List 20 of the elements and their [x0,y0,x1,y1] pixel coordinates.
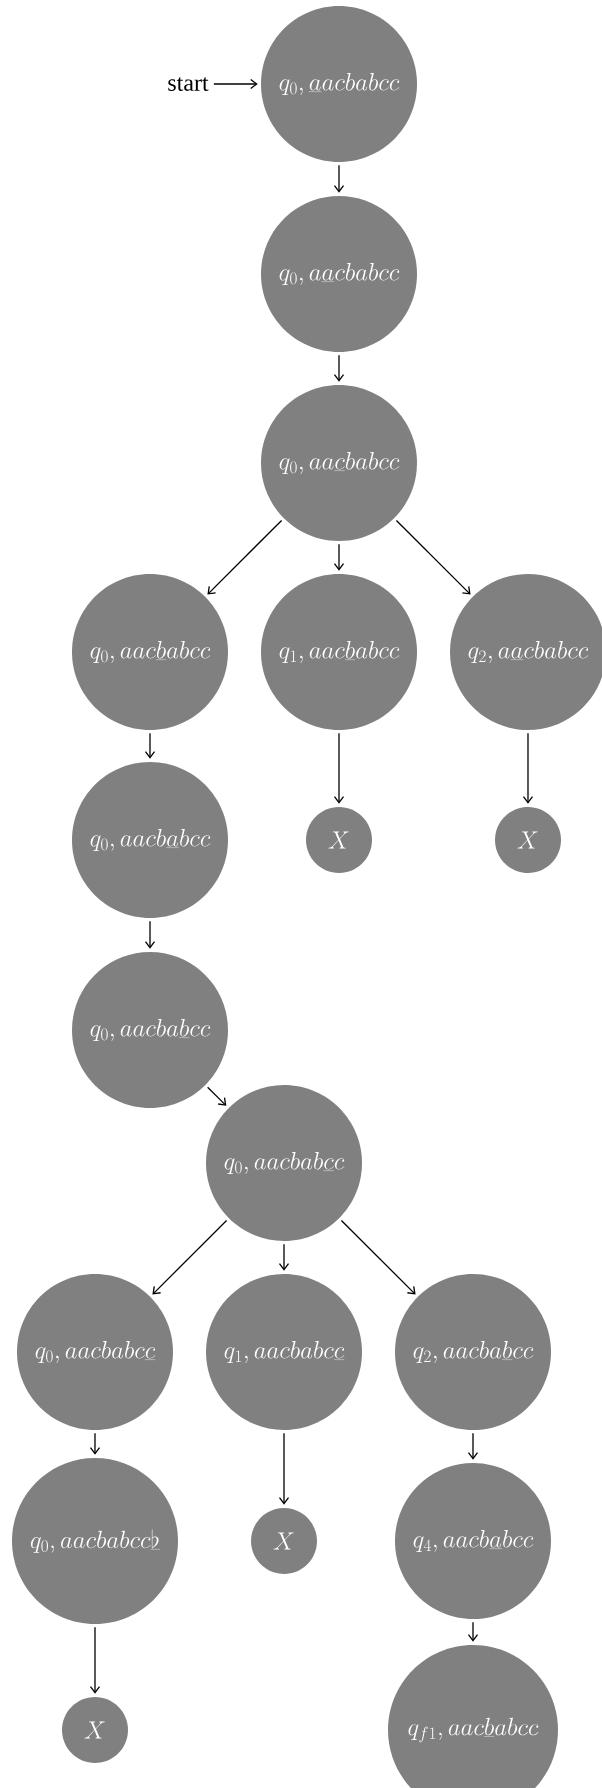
arrow [207,519,283,595]
arrow [467,1432,479,1460]
arrow [144,920,156,949]
arrow [278,1243,290,1271]
arrow [467,1621,479,1642]
arrow [333,354,345,382]
arrow [333,543,345,571]
arrow [207,1086,227,1106]
arrow [333,732,345,804]
arrow [152,1219,228,1295]
arrow [395,519,471,595]
arrow [144,732,156,759]
arrow [333,164,345,193]
arrow [340,1219,416,1295]
arrow [278,1432,290,1505]
arrow [522,732,534,804]
arrow [89,1432,101,1455]
arrow [89,1626,101,1694]
arrow [213,78,258,90]
start-label: start [168,77,209,91]
